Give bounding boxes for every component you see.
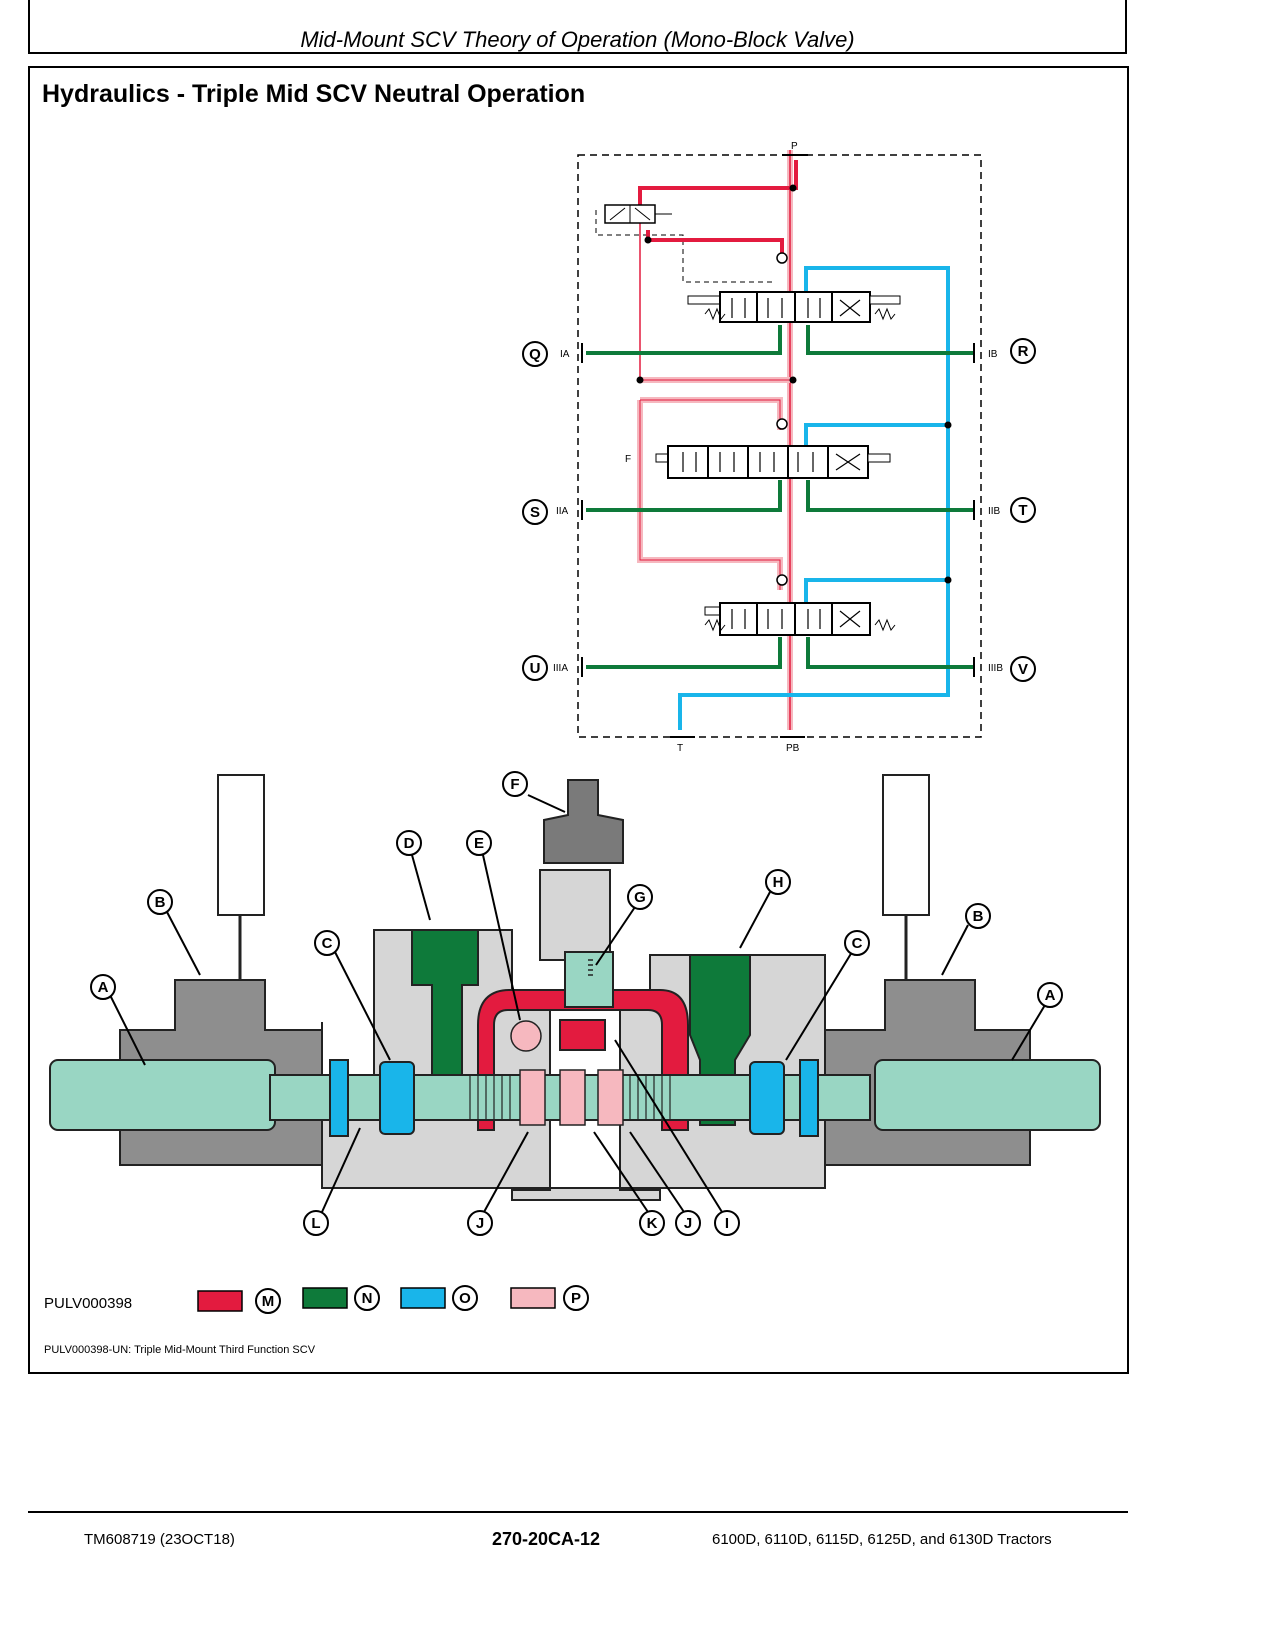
callout-h: H	[773, 874, 784, 891]
figure-id: PULV000398	[44, 1295, 133, 1312]
legend-label-p: P	[571, 1290, 581, 1307]
port-label-p: P	[791, 141, 798, 152]
legend-swatch-o	[400, 1287, 446, 1309]
callout-e: E	[474, 835, 484, 852]
legend-label-o: O	[459, 1290, 471, 1307]
hydraulic-figure: P T PB F IA IB IIA IIB IIIA IIIB Q R S T…	[49, 141, 1101, 1314]
port-label-f: F	[625, 454, 631, 465]
callout-a-right: A	[1045, 987, 1056, 1004]
callout-i: I	[725, 1215, 729, 1232]
header-title: Mid-Mount SCV Theory of Operation (Mono-…	[300, 27, 855, 52]
legend-label-m: M	[262, 1293, 275, 1310]
header-box: Mid-Mount SCV Theory of Operation (Mono-…	[28, 0, 1127, 54]
footer-models: 6100D, 6110D, 6115D, 6125D, and 6130D Tr…	[712, 1531, 1052, 1548]
footer-doc-number: TM608719 (23OCT18)	[84, 1531, 235, 1548]
color-legend: M N O P	[197, 1285, 589, 1314]
callout-l: L	[311, 1215, 320, 1232]
callout-g: G	[634, 889, 646, 906]
legend-swatch-p	[510, 1287, 556, 1309]
legend-swatch-n	[302, 1287, 348, 1309]
port-label-ib: IB	[988, 349, 998, 360]
figure-frame	[28, 66, 1129, 1374]
callout-f: F	[510, 776, 519, 793]
port-label-pb: PB	[786, 743, 800, 754]
port-label-t: T	[677, 743, 683, 754]
port-label-iia: IIA	[556, 506, 569, 517]
callout-u: U	[530, 660, 541, 677]
callout-c-right: C	[852, 935, 863, 952]
callout-d: D	[404, 835, 415, 852]
port-label-iiia: IIIA	[553, 663, 568, 674]
section-title: Hydraulics - Triple Mid SCV Neutral Oper…	[42, 80, 586, 108]
legend-label-n: N	[362, 1290, 373, 1307]
callout-j-2: J	[684, 1215, 692, 1232]
valve-cutaway: A B C D E F G H C B A L J K	[49, 771, 1101, 1236]
callout-r: R	[1018, 343, 1029, 360]
footer-rule	[28, 1511, 1128, 1513]
footer-page-number: 270-20CA-12	[492, 1529, 601, 1549]
callout-c-left: C	[322, 935, 333, 952]
port-label-ia: IA	[560, 349, 570, 360]
callout-s: S	[530, 504, 540, 521]
callout-k: K	[647, 1215, 658, 1232]
callout-b-right: B	[973, 908, 984, 925]
figure-caption: PULV000398-UN: Triple Mid-Mount Third Fu…	[44, 1344, 316, 1356]
callout-q: Q	[529, 346, 541, 363]
callout-b-left: B	[155, 894, 166, 911]
legend-swatch-m	[197, 1290, 243, 1312]
callout-v: V	[1018, 661, 1028, 678]
callout-j-1: J	[476, 1215, 484, 1232]
callout-t: T	[1018, 502, 1027, 519]
callout-a-left: A	[98, 979, 109, 996]
port-label-iiib: IIIB	[988, 663, 1003, 674]
port-label-iib: IIB	[988, 506, 1001, 517]
hydraulic-schematic: P T PB F IA IB IIA IIB IIIA IIIB Q R S T…	[522, 141, 1036, 754]
